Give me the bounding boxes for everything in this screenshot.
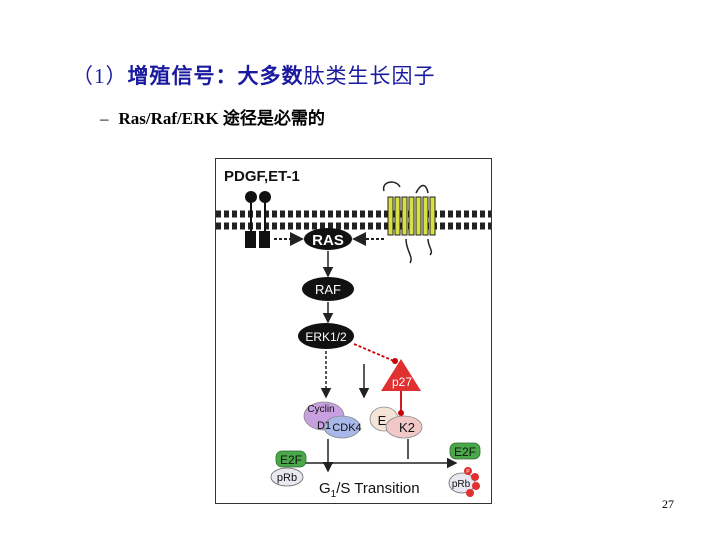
erk-node: ERK1/2 <box>298 323 354 349</box>
raf-node: RAF <box>302 277 354 301</box>
cyclin-e-cdk2-complex: E K2 <box>369 406 423 439</box>
erk-to-p27-line <box>353 343 395 362</box>
ras-node: RAS <box>304 228 352 250</box>
title-prefix: （1） <box>72 64 128 88</box>
cyclin-d1-cdk4-complex: Cyclin D1 CDK4 <box>303 401 362 439</box>
cell-membrane <box>216 210 491 230</box>
p27-inhibit-dot <box>398 410 404 416</box>
prb-right-label: pRb <box>452 479 471 490</box>
phospho-label: P <box>466 469 470 475</box>
title-normal: 肽类生长因子 <box>303 64 436 88</box>
ligand-label: PDGF,ET-1 <box>224 168 300 185</box>
slide-subtitle: –Ras/Raf/ERK 途径是必需的 <box>100 104 325 129</box>
slide-title: （1）增殖信号：大多数肽类生长因子 <box>72 60 436 90</box>
pathway-diagram: PDGF,ET-1 <box>216 168 491 500</box>
cdk4-label: CDK4 <box>332 422 361 434</box>
e2f-left-label: E2F <box>280 453 302 467</box>
phospho-dot <box>466 489 474 497</box>
p27-node: p27 <box>381 359 421 391</box>
transition-label: G1/S Transition <box>319 480 420 500</box>
ras-label: RAS <box>312 232 344 249</box>
phospho-dot <box>464 467 472 475</box>
erk-p27-dot <box>392 358 398 364</box>
rtk-receptor <box>245 191 271 248</box>
prb-left-label: pRb <box>277 472 297 484</box>
transition-g: G <box>319 480 331 497</box>
transition-sub: 1 <box>331 489 337 500</box>
subtitle-dash: – <box>100 109 109 128</box>
e2f-prb-left: E2F pRb <box>270 450 307 487</box>
phospho-dot <box>471 473 479 481</box>
p27-label: p27 <box>392 375 412 389</box>
prb-right-phosphorylated: pRb P <box>448 467 480 497</box>
cdk2-label: K2 <box>399 420 415 435</box>
e2f-right: E2F <box>449 442 481 460</box>
gpcr-receptor <box>382 181 436 264</box>
phospho-dot <box>472 482 480 490</box>
cyclin-label: Cyclin <box>307 404 334 415</box>
cyclin-e-label: E <box>378 413 387 428</box>
erk-label: ERK1/2 <box>305 330 347 344</box>
e2f-right-label: E2F <box>454 445 476 459</box>
subtitle-text: Ras/Raf/ERK 途径是必需的 <box>118 109 325 128</box>
d1-label: D1 <box>317 420 331 432</box>
raf-label: RAF <box>315 282 341 297</box>
page-number: 27 <box>662 497 674 511</box>
pathway-figure: PDGF,ET-1 <box>215 158 492 504</box>
transition-rest: /S Transition <box>336 480 419 497</box>
title-bold: 增殖信号：大多数 <box>127 64 304 88</box>
